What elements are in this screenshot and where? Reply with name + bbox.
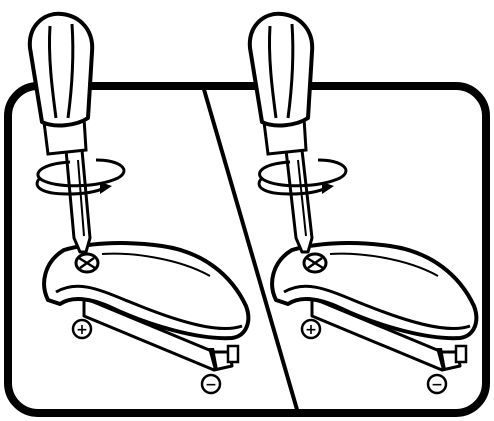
panel-left: + −: [27, 11, 251, 395]
screw-head-icon: [74, 252, 100, 274]
positive-symbol-text: +: [305, 322, 317, 338]
negative-symbol-text: −: [205, 377, 217, 393]
negative-terminal-symbol: −: [200, 373, 222, 395]
battery-compartment-left: [82, 296, 240, 372]
panel-divider: [201, 85, 300, 414]
positive-symbol-text: +: [76, 322, 88, 338]
rotation-arrow-icon: [257, 158, 348, 196]
rotation-arrow-icon: [35, 158, 126, 196]
panel-right: + −: [247, 11, 479, 395]
negative-symbol-text: −: [431, 377, 443, 393]
negative-terminal-symbol: −: [426, 373, 448, 395]
battery-compartment-right: [310, 296, 468, 372]
screwdriver-icon: [247, 11, 315, 254]
screwdriver-icon: [27, 11, 95, 254]
screw-head-icon: [302, 252, 328, 274]
positive-terminal-symbol: +: [71, 318, 93, 340]
positive-terminal-symbol: +: [300, 318, 322, 340]
